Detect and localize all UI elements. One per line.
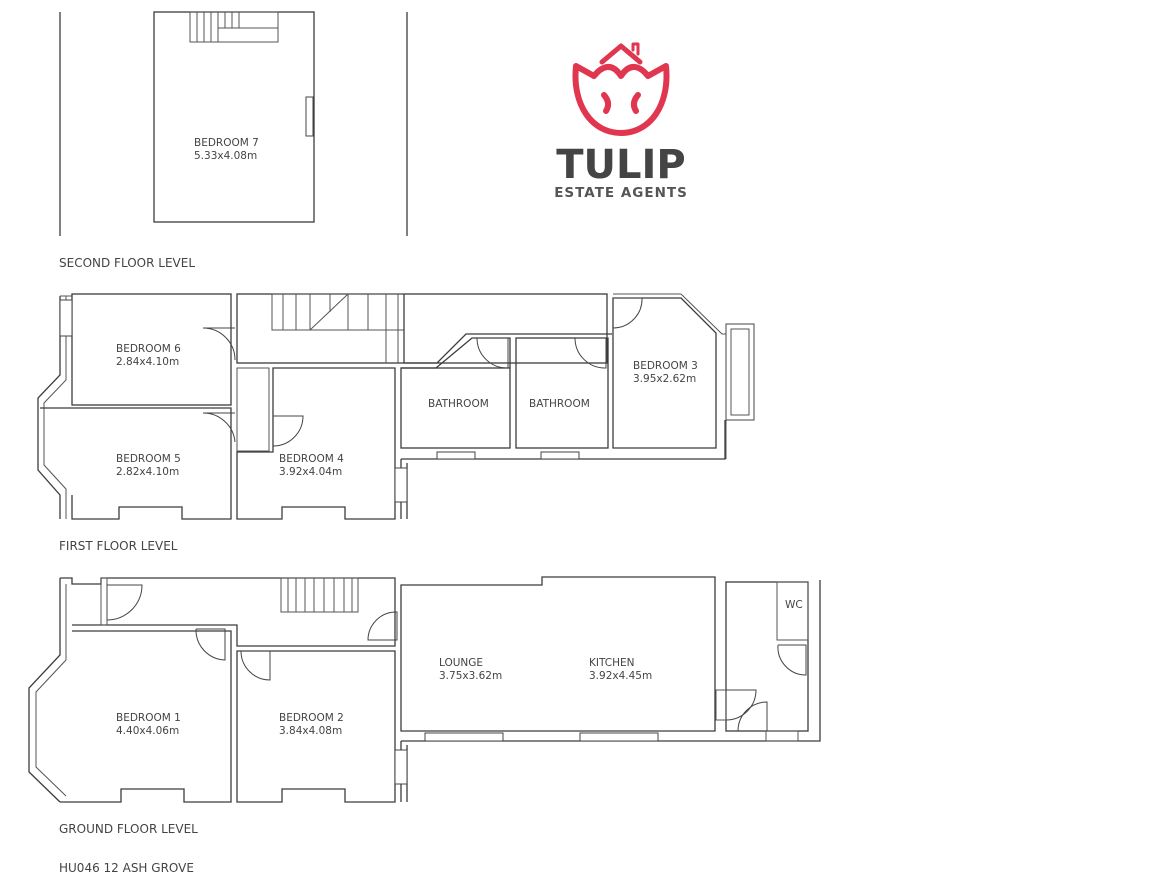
brand-name: TULIP xyxy=(556,142,685,188)
room-label: BATHROOM xyxy=(529,398,590,410)
room-label: BEDROOM 3 xyxy=(633,360,698,372)
room-label: BEDROOM 5 xyxy=(116,453,181,465)
room-size: 5.33x4.08m xyxy=(194,150,257,162)
property-reference: HU046 12 ASH GROVE xyxy=(59,861,194,875)
room-size: 3.75x3.62m xyxy=(439,670,502,682)
ground-floor-plan: BEDROOM 1 4.40x4.06m BEDROOM 2 3.84x4.08… xyxy=(28,576,821,803)
level-label-second: SECOND FLOOR LEVEL xyxy=(59,256,195,270)
room-size: 4.40x4.06m xyxy=(116,725,179,737)
tulip-icon xyxy=(572,42,670,136)
brand-subtitle: ESTATE AGENTS xyxy=(554,185,688,201)
room-label: BEDROOM 6 xyxy=(116,343,181,355)
room-label: LOUNGE xyxy=(439,657,483,669)
room-size: 2.82x4.10m xyxy=(116,466,179,478)
second-floor-plan: BEDROOM 7 5.33x4.08m xyxy=(59,11,408,236)
room-label: WC xyxy=(785,599,803,611)
room-size: 3.95x2.62m xyxy=(633,373,696,385)
room-label: BEDROOM 4 xyxy=(279,453,344,465)
room-label: BEDROOM 1 xyxy=(116,712,181,724)
level-label-first: FIRST FLOOR LEVEL xyxy=(59,539,178,553)
room-label: KITCHEN xyxy=(589,657,635,669)
level-label-ground: GROUND FLOOR LEVEL xyxy=(59,822,198,836)
first-floor-plan: BEDROOM 6 2.84x4.10m BEDROOM 5 2.82x4.10… xyxy=(37,293,755,520)
room-label: BATHROOM xyxy=(428,398,489,410)
room-size: 2.84x4.10m xyxy=(116,356,179,368)
room-size: 3.92x4.45m xyxy=(589,670,652,682)
room-size: 3.84x4.08m xyxy=(279,725,342,737)
room-size: 3.92x4.04m xyxy=(279,466,342,478)
room-label: BEDROOM 7 xyxy=(194,137,259,149)
room-label: BEDROOM 2 xyxy=(279,712,344,724)
tulip-logo: TULIP ESTATE AGENTS xyxy=(554,42,688,201)
